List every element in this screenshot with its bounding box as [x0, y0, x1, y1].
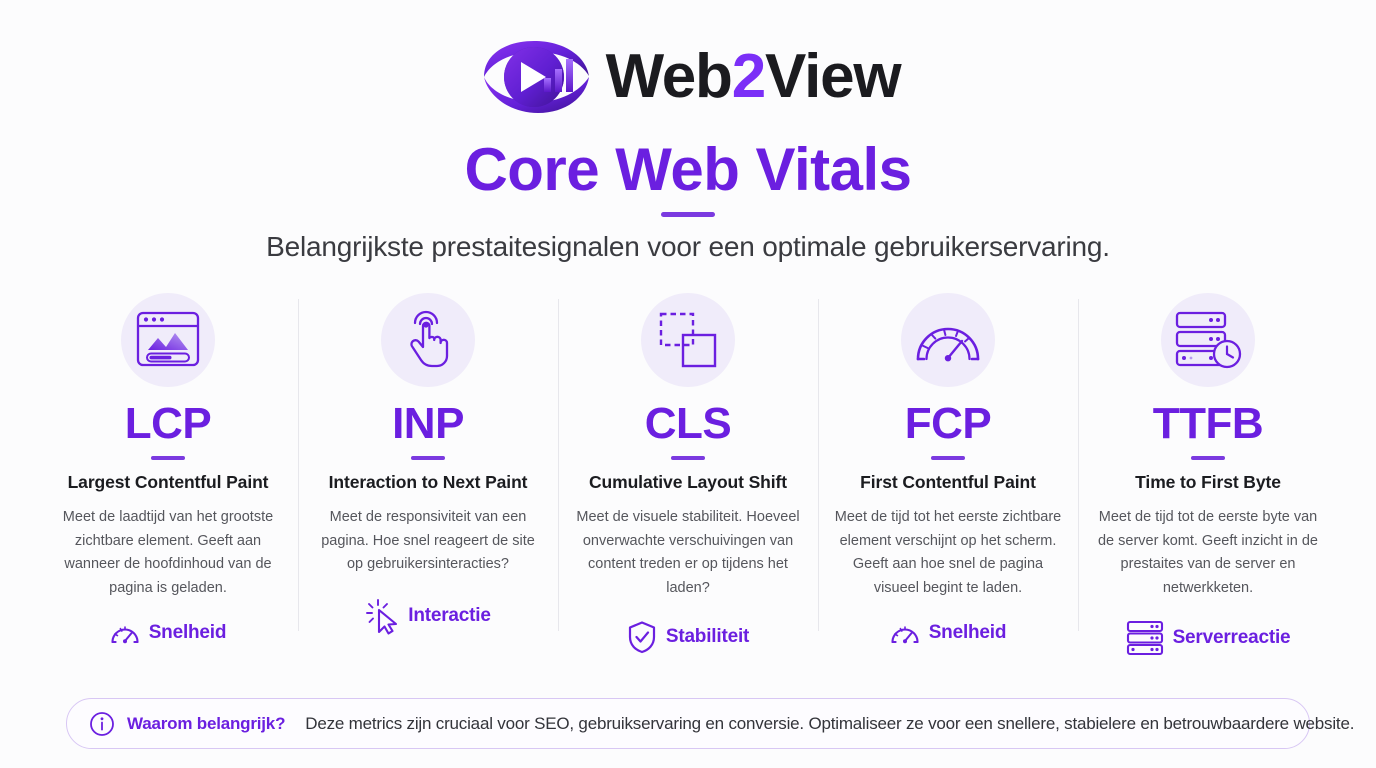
shifting-squares-icon	[641, 293, 735, 387]
banner-description: Deze metrics zijn cruciaal voor SEO, geb…	[305, 713, 1355, 733]
metric-description: Meet de tijd tot het eerste zichtbare el…	[834, 509, 1062, 596]
metric-description: Meet de laadtijd van het grootste zichtb…	[62, 509, 274, 596]
metric-tag-fcp: Snelheid	[890, 620, 1007, 646]
metric-abbr: CLS	[644, 399, 732, 448]
metric-abbr: TTFB	[1152, 399, 1264, 448]
metric-tag-label: Interactie	[408, 604, 491, 626]
server-rack-icon	[1126, 620, 1164, 656]
metric-card-fcp: FCP First Contentful Paint Meet de tijd …	[818, 293, 1078, 646]
metric-full-name: Time to First Byte	[1135, 472, 1281, 493]
metric-full-name: Cumulative Layout Shift	[589, 472, 787, 493]
metric-underline-rule	[1191, 456, 1225, 461]
server-clock-icon	[1161, 293, 1255, 387]
metric-card-lcp: LCP Largest Contentful Paint Meet de laa…	[38, 293, 298, 646]
metric-tag-cls: Stabiliteit	[627, 620, 749, 654]
metric-tag-label: Snelheid	[928, 622, 1007, 644]
metric-tag-ttfb: Serverreactie	[1126, 620, 1291, 656]
metric-tag-label: Snelheid	[148, 622, 227, 644]
metric-full-name: Interaction to Next Paint	[328, 472, 528, 493]
browser-image-loading-icon	[121, 293, 215, 387]
metric-card-inp: INP Interaction to Next Paint Meet de re…	[298, 293, 558, 635]
metric-description: Meet de tijd tot de eerste byte van de s…	[1097, 509, 1318, 596]
click-cursor-icon	[365, 597, 399, 635]
gauge-icon	[901, 293, 995, 387]
metric-tag-inp: Interactie	[365, 597, 491, 635]
page-subtitle: Belangrijkste prestaitesignalen voor een…	[266, 231, 1110, 262]
metric-abbr: LCP	[124, 399, 212, 448]
banner-heading: Waarom belangrijk?	[127, 713, 286, 733]
metric-underline-rule	[931, 456, 965, 461]
metric-abbr: FCP	[904, 399, 992, 448]
metric-description: Meet de responsiviteit van een pagina. H…	[321, 509, 535, 573]
brand-logo: Web2View	[476, 34, 902, 120]
info-circle-icon	[89, 711, 115, 737]
shield-check-icon	[627, 620, 657, 654]
page-title: Core Web Vitals	[464, 136, 912, 203]
brand-name: Web2View	[606, 46, 902, 108]
metric-card-ttfb: TTFB Time to First Byte Meet de tijd tot…	[1078, 293, 1338, 656]
speedometer-icon	[890, 620, 920, 646]
brand-name-part1: Web	[605, 42, 733, 111]
metric-tag-label: Stabiliteit	[665, 626, 750, 648]
metric-abbr: INP	[392, 399, 464, 448]
metric-underline-rule	[671, 456, 705, 461]
why-important-banner: Waarom belangrijk? Deze metrics zijn cru…	[66, 698, 1354, 749]
metric-description: Meet de visuele stabiliteit. Hoeveel onv…	[576, 509, 800, 596]
title-underline-rule	[661, 212, 715, 217]
metric-underline-rule	[411, 456, 445, 461]
tap-hand-icon	[381, 293, 475, 387]
speedometer-icon	[110, 620, 140, 646]
brand-name-accent: 2	[731, 42, 767, 111]
metric-underline-rule	[151, 456, 185, 461]
eye-bar-chart-play-logo-icon	[476, 34, 596, 120]
metric-tag-label: Serverreactie	[1172, 627, 1291, 649]
metric-card-cls: CLS Cumulative Layout Shift Meet de visu…	[558, 293, 818, 654]
metric-full-name: First Contentful Paint	[860, 472, 1036, 493]
metrics-grid: LCP Largest Contentful Paint Meet de laa…	[38, 293, 1338, 656]
metric-tag-lcp: Snelheid	[110, 620, 227, 646]
metric-full-name: Largest Contentful Paint	[67, 472, 269, 493]
brand-name-part2: View	[765, 42, 902, 111]
